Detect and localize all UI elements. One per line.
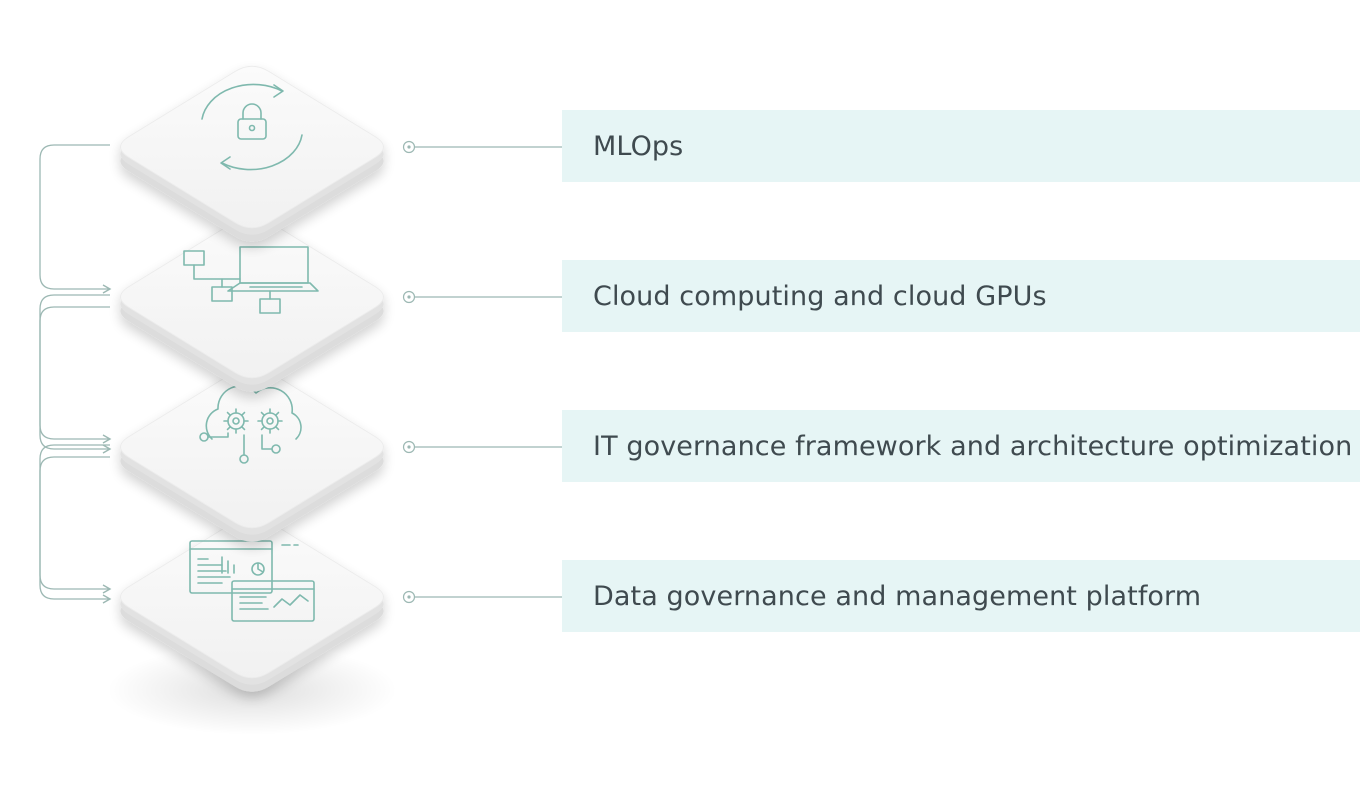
layer-tile <box>120 515 384 692</box>
callout-marker-dot <box>407 295 411 299</box>
cloud-gears-icon <box>199 385 302 464</box>
layer-connectors <box>39 144 112 604</box>
connector-arrow <box>39 294 112 444</box>
callout-marker-dot <box>407 145 411 149</box>
connector-arrow <box>39 144 112 294</box>
connector-arrow <box>39 306 112 454</box>
connector-arrow <box>39 456 112 604</box>
tile-top <box>120 65 384 229</box>
layer-label: IT governance framework and architecture… <box>562 410 1360 482</box>
laptop-network-icon <box>183 246 319 314</box>
layer-label: Cloud computing and cloud GPUs <box>562 260 1360 332</box>
layer-label: MLOps <box>562 110 1360 182</box>
callout-marker-dot <box>407 595 411 599</box>
connector-arrow <box>39 444 112 594</box>
layer-tile <box>120 365 384 542</box>
layer-tile <box>120 65 384 242</box>
lock-refresh-icon <box>201 83 303 171</box>
dashboard-windows-icon <box>189 540 315 622</box>
layer-tile <box>120 215 384 392</box>
layer-label: Data governance and management platform <box>562 560 1360 632</box>
callout-marker-dot <box>407 445 411 449</box>
